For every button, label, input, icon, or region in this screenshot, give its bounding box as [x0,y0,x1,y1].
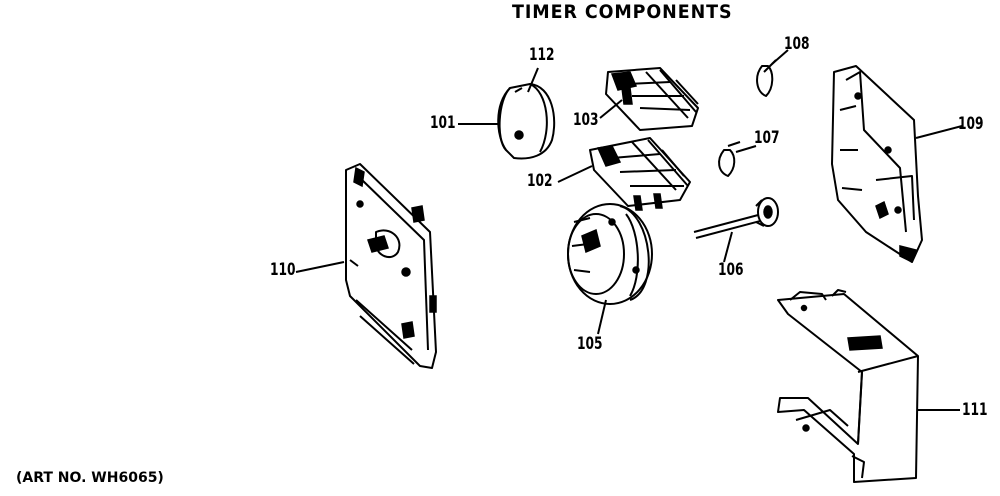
callout-107: 107 [754,128,780,148]
callout-105: 105 [577,334,603,354]
timer-shaft-part [693,197,779,239]
cam-drum-part [567,203,653,305]
callout-112: 112 [529,45,555,65]
callout-101: 101 [430,113,456,133]
callout-110: 110 [270,260,296,280]
timer-motor-part [497,83,556,160]
callout-109: 109 [958,114,984,134]
timer-cover-part [777,289,919,483]
callout-leader-lines [295,49,963,411]
cam-switch-upper-part [605,67,699,131]
art-number: (ART NO. WH6065) [16,470,164,486]
mounting-bracket-part [831,65,923,264]
callout-102: 102 [527,171,553,191]
callout-103: 103 [573,110,599,130]
timer-plate-part [345,163,437,369]
diagram-title: TIMER COMPONENTS [512,1,733,23]
clip-108-part [756,59,777,97]
callout-106: 106 [718,260,744,280]
callout-111: 111 [962,400,988,420]
clip-107-part [718,141,741,177]
cam-switch-lower-part [589,137,691,211]
callout-108: 108 [784,34,810,54]
